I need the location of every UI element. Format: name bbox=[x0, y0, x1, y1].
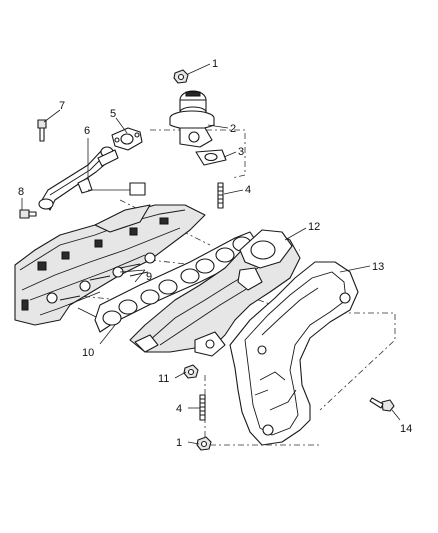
bolt-14 bbox=[369, 397, 395, 412]
callout-13: 13 bbox=[372, 261, 384, 273]
bolt-8 bbox=[19, 209, 37, 219]
stud-upper bbox=[217, 182, 224, 209]
nut-top bbox=[173, 69, 189, 84]
tube-bracket bbox=[129, 182, 146, 196]
callout-9: 9 bbox=[146, 271, 152, 283]
cylinder-head bbox=[14, 204, 206, 326]
callout-7: 7 bbox=[59, 100, 65, 112]
bolt-7 bbox=[37, 119, 47, 142]
egr-tube bbox=[38, 146, 119, 211]
callout-14: 14 bbox=[400, 423, 412, 435]
callout-3: 3 bbox=[238, 146, 244, 158]
heat-shield bbox=[229, 261, 359, 446]
callout-1-bottom: 1 bbox=[176, 437, 182, 449]
callout-12: 12 bbox=[308, 221, 320, 233]
callout-6: 6 bbox=[84, 125, 90, 137]
stud-lower bbox=[199, 394, 206, 421]
exhaust-manifold bbox=[129, 229, 301, 357]
nut-bottom bbox=[196, 436, 212, 451]
callout-4-upper: 4 bbox=[245, 184, 251, 196]
callout-2: 2 bbox=[230, 123, 236, 135]
callout-5: 5 bbox=[110, 108, 116, 120]
callout-1-top: 1 bbox=[212, 58, 218, 70]
manifold-gasket bbox=[94, 231, 259, 333]
callout-11: 11 bbox=[158, 373, 169, 385]
callout-10: 10 bbox=[82, 347, 94, 359]
egr-gasket bbox=[195, 149, 227, 166]
nut-11 bbox=[183, 364, 199, 379]
egr-valve bbox=[169, 90, 215, 148]
tube-gasket bbox=[111, 127, 143, 151]
callout-8: 8 bbox=[18, 186, 24, 198]
callout-labels: 1 2 3 4 5 6 7 8 9 10 11 12 13 4 1 14 bbox=[18, 58, 412, 449]
head-studs bbox=[59, 263, 149, 319]
leader-lines bbox=[21, 63, 401, 445]
callout-4-lower: 4 bbox=[176, 403, 182, 415]
